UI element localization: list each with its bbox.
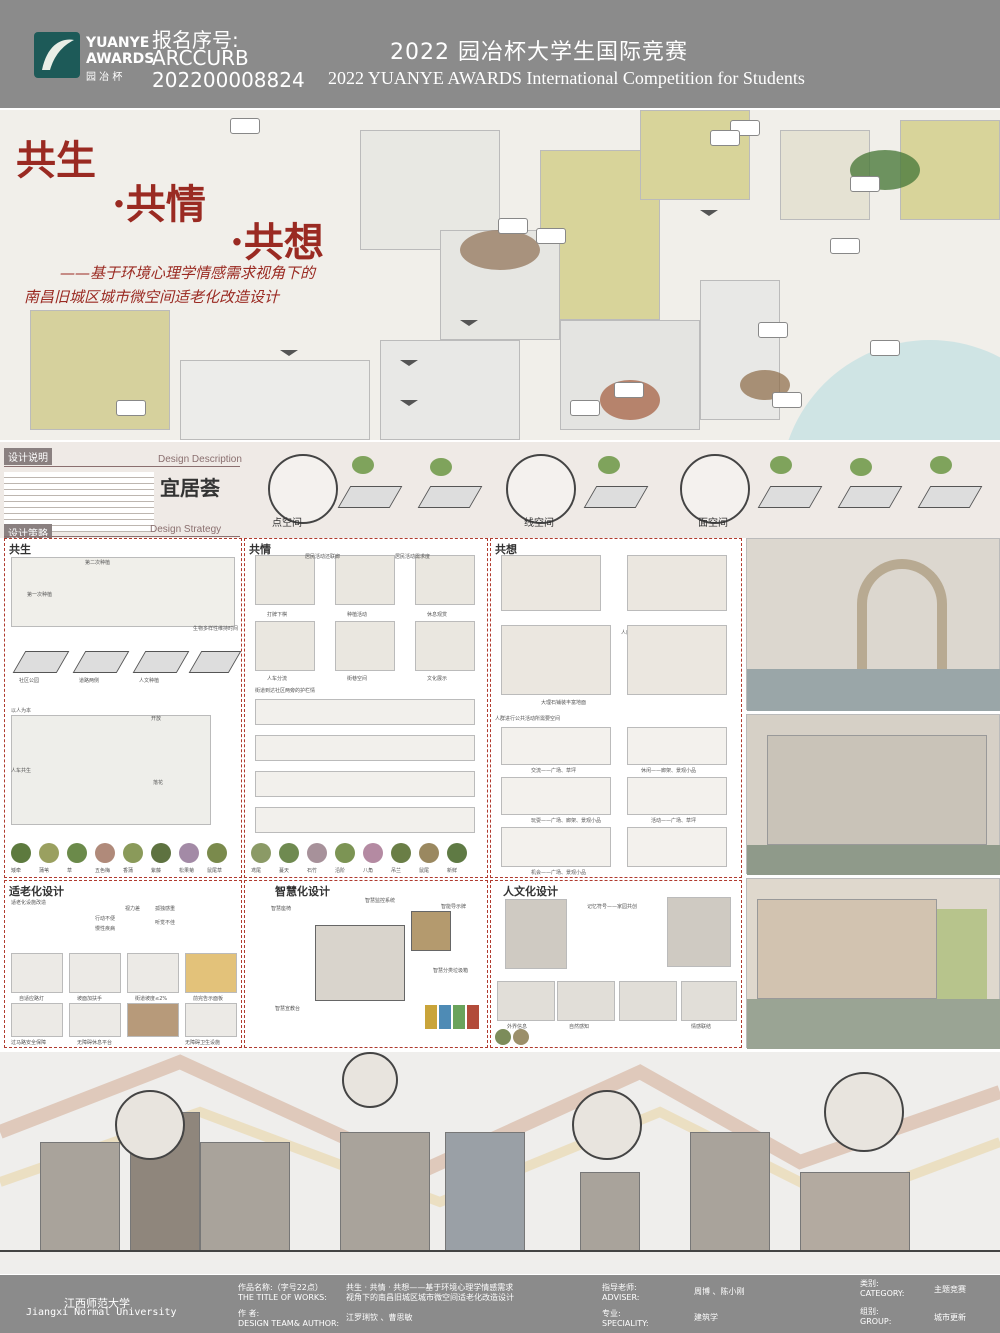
bird-icon (700, 210, 718, 216)
callout-bubble (850, 176, 880, 192)
logo-text-yuanye: YUANYE (86, 35, 150, 51)
header-bar: YUANYE AWARDS 园 冶 杯 报名序号: ARCCURB 202200… (0, 0, 1000, 108)
school-name-en: Jiangxi Normal University (26, 1307, 177, 1318)
author-label: 作 者: (238, 1309, 260, 1318)
hero-subtitle-1: ——基于环境心理学情感需求视角下的 (60, 264, 316, 282)
description-tab-en: Design Description (158, 454, 242, 465)
logo-text-awards: AWARDS (86, 51, 155, 67)
street-section-diagram (11, 715, 211, 825)
rendering-street-arch (746, 538, 1000, 711)
works-label-en: THE TITLE OF WORKS: (238, 1293, 327, 1302)
bird-icon (460, 320, 478, 326)
design-description-band: 设计说明 Design Description 宜居荟 点空间 线空间 面空间 (0, 442, 1000, 538)
description-tab: 设计说明 (4, 448, 52, 465)
authors: 江罗琍钦 、曹思敏 (346, 1313, 413, 1322)
competition-title-en: 2022 YUANYE AWARDS International Competi… (328, 68, 805, 88)
callout-bubble (830, 238, 860, 254)
hero-title-part2: ·共情 (112, 181, 206, 228)
author-label-en: DESIGN TEAM& AUTHOR: (238, 1319, 340, 1328)
panel-gongqing-title: 共情 (249, 543, 271, 556)
speciality-label-en: SPECIALITY: (602, 1319, 649, 1328)
category-label-en: CATEGORY: (860, 1289, 905, 1298)
planting-section-diagram (11, 557, 235, 627)
adviser-label: 指导老师: (602, 1283, 637, 1292)
callout-bubble (758, 322, 788, 338)
area-space-diagram (680, 454, 750, 524)
hero-subtitle-2: 南昌旧城区城市微空间适老化改造设计 (24, 288, 280, 306)
group-label-en: GROUP: (860, 1317, 892, 1326)
hero-title-part1: 共生 (16, 137, 96, 184)
registration-code-1: ARCCURB (152, 46, 249, 70)
strategy-tab-en: Design Strategy (150, 524, 222, 535)
panel-aging-design: 适老化设计 适老化设施改造 视力差 孤独感重 行动不便 慢性疾病 听觉不佳 自适… (4, 880, 242, 1048)
callout-bubble (230, 118, 260, 134)
works-title-2: 视角下的南昌旧城区城市微空间适老化改造设计 (346, 1293, 514, 1302)
bird-icon (280, 350, 298, 356)
bird-icon (400, 400, 418, 406)
skyline-elevation (0, 1052, 1000, 1274)
callout-bubble (498, 218, 528, 234)
adviser-label-en: ADVISER: (602, 1293, 640, 1302)
panel-aging-title: 适老化设计 (9, 885, 64, 898)
yuanye-logo-icon (34, 32, 80, 78)
line-space-label: 线空间 (524, 518, 554, 529)
callout-bubble (772, 392, 802, 408)
rendering-community-center (746, 878, 1000, 1049)
callout-bubble (614, 382, 644, 398)
hero-title-part3: ·共想 (230, 219, 324, 266)
line-space-diagram (506, 454, 576, 524)
callout-bubble (570, 400, 600, 416)
panel-gongxiang-title: 共想 (495, 543, 517, 556)
panel-culture-design: 人文化设计 记忆符号——家园共创 外界信息 自然感知 情感联结 (490, 880, 742, 1048)
calligraphy-title: 宜居荟 (160, 476, 220, 500)
competition-title-cn: 2022 园冶杯大学生国际竞赛 (390, 40, 688, 65)
area-space-label: 面空间 (698, 518, 728, 529)
category: 主题竞赛 (934, 1285, 966, 1294)
panel-smart-design: 智慧化设计 智慧座椅 智慧监控系统 智慧分类垃圾箱 智慧宣教台 智能导示牌 (244, 880, 488, 1048)
bird-icon (400, 360, 418, 366)
school-name-cn: 江西师范大学 (64, 1297, 130, 1310)
speciality-label: 专业: (602, 1309, 621, 1318)
panel-smart-title: 智慧化设计 (275, 885, 330, 898)
group: 城市更新 (934, 1313, 966, 1322)
callout-bubble (116, 400, 146, 416)
category-label: 类别: (860, 1279, 879, 1288)
logo-text-cn: 园 冶 杯 (86, 72, 123, 83)
point-space-diagram (268, 454, 338, 524)
panel-gongxiang: 共想 人口遗迹 大理石铺装丰富地面 人群进行公共活动所需要空间 交流——广场、草… (490, 538, 742, 878)
footer-bar: 江西师范大学 Jiangxi Normal University 作品名称:（字… (0, 1275, 1000, 1333)
callout-bubble (870, 340, 900, 356)
panel-gongsheng: 共生 第二次种植 第一次种植 生物多样性维持时间 社区公园 道路两侧 人文种植 … (4, 538, 242, 878)
panel-culture-title: 人文化设计 (503, 885, 558, 898)
description-text-block (4, 472, 154, 532)
works-label: 作品名称:（字号22点） (238, 1283, 323, 1292)
works-title-1: 共生 · 共情 · 共想——基于环境心理学情感需求 (346, 1283, 514, 1292)
callout-bubble (710, 130, 740, 146)
panel-gongsheng-title: 共生 (9, 543, 31, 556)
registration-code-2: 202200008824 (152, 68, 305, 92)
point-space-label: 点空间 (272, 518, 302, 529)
speciality: 建筑学 (694, 1313, 718, 1322)
callout-bubble (536, 228, 566, 244)
rendering-shopfront (746, 714, 1000, 875)
registration-label: 报名序号: (152, 28, 239, 52)
advisers: 周博 、陈小刚 (694, 1287, 745, 1296)
hero-axonometric: 共生 ·共情 ·共想 ——基于环境心理学情感需求视角下的 南昌旧城区城市微空间适… (0, 110, 1000, 440)
panel-gongqing: 共情 居民活动还联廊 居民活动需求度 打牌下棋 种植活动 休息观赏 人车分流 街… (244, 538, 488, 878)
group-label: 组别: (860, 1307, 879, 1316)
